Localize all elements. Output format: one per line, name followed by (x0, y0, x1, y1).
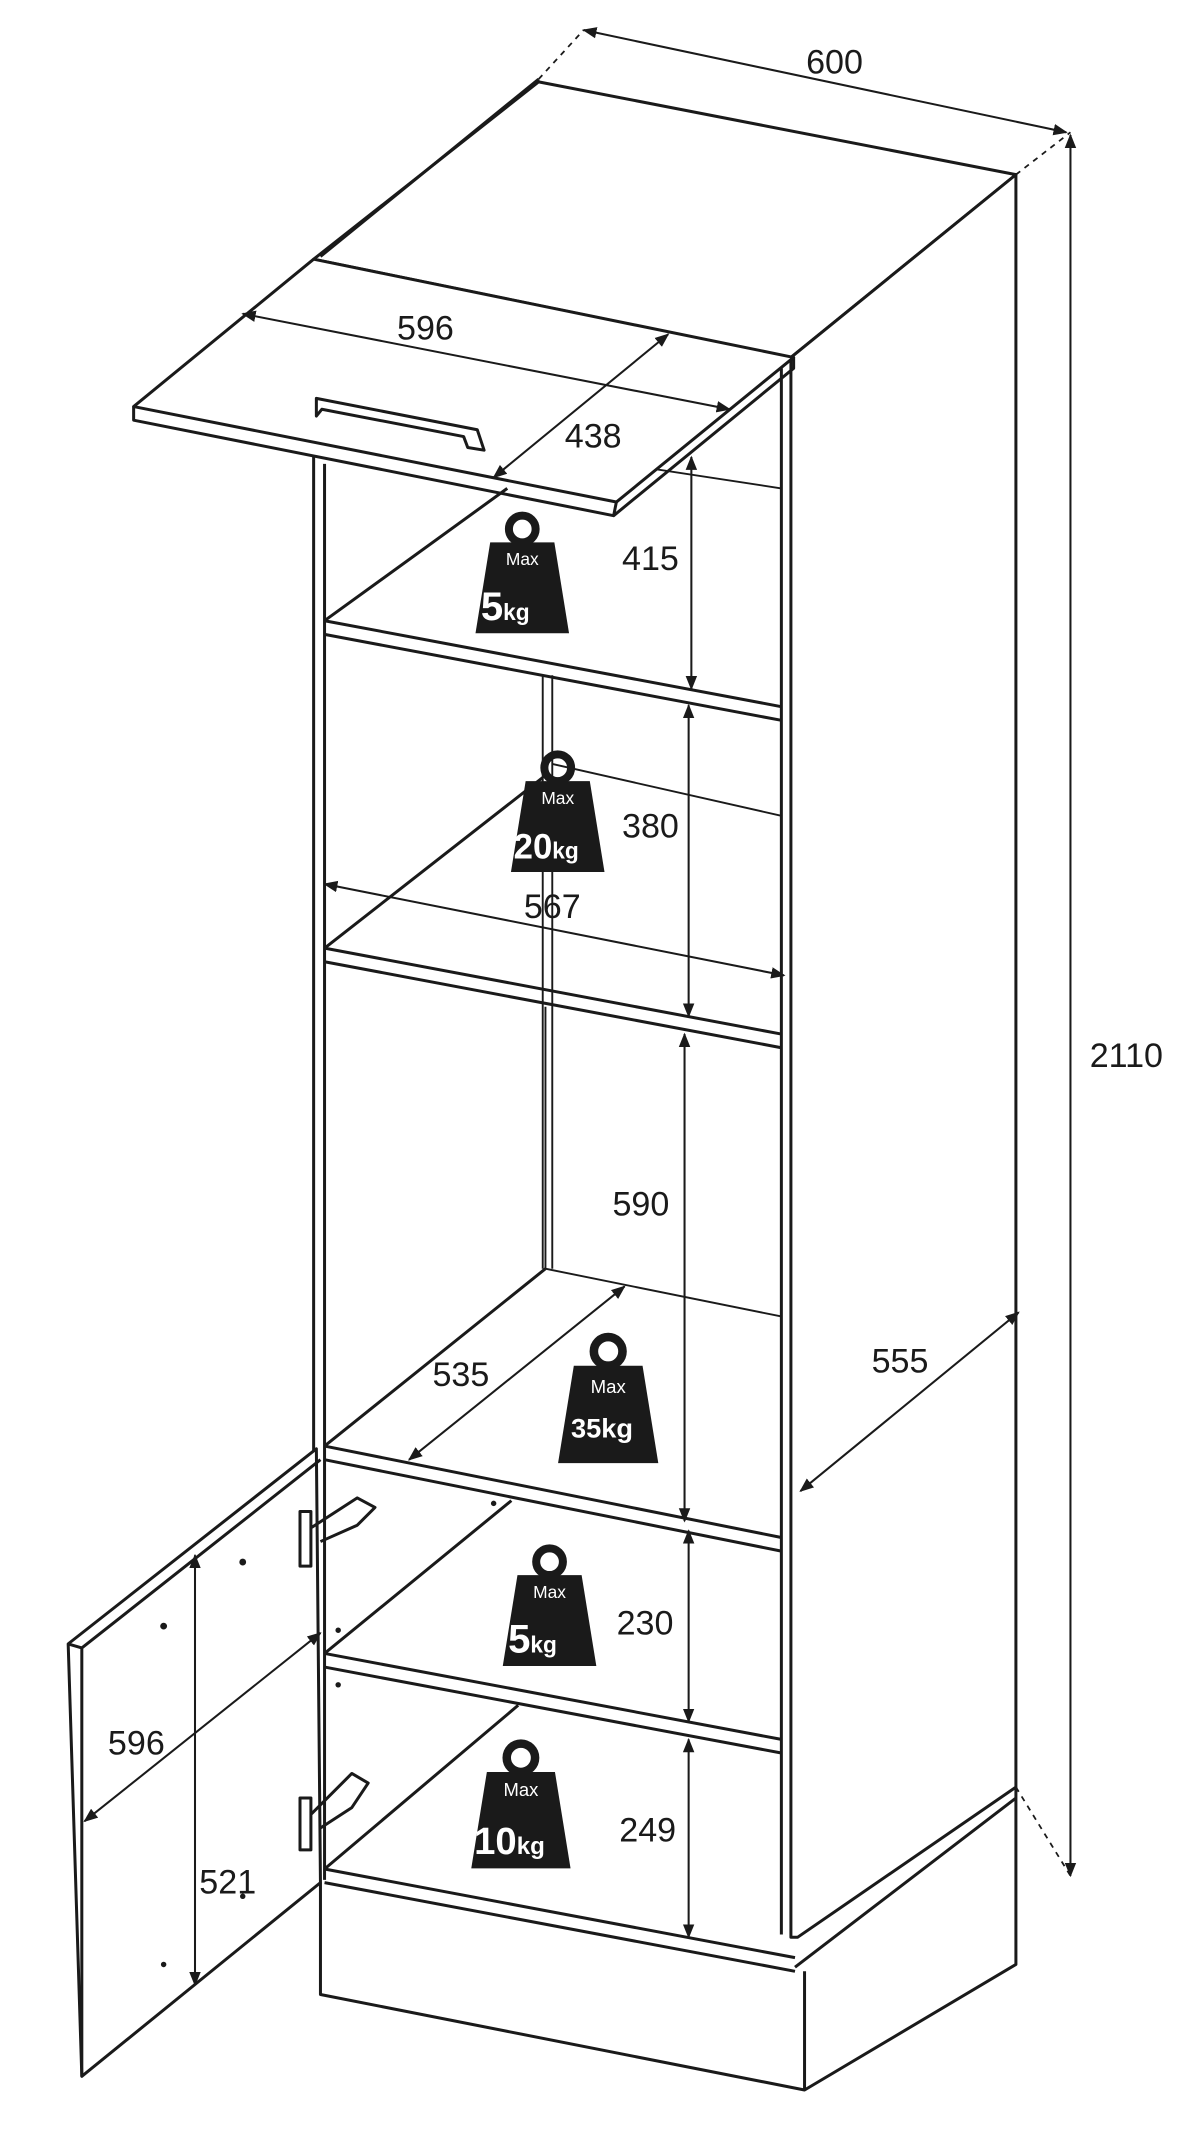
dim-compartment-2: 380 (622, 808, 679, 846)
dim-door-width: 596 (108, 1724, 165, 1762)
dimension-lines (83, 27, 1077, 1987)
dim-inner-width: 567 (524, 888, 581, 926)
svg-text:Max: Max (506, 549, 539, 569)
lower-door (66, 1447, 497, 2078)
dim-shelf-depth: 535 (432, 1356, 489, 1394)
svg-text:Max: Max (541, 788, 574, 808)
cabinet-body (312, 77, 1018, 2092)
weight-icon: Max 10kg (471, 1744, 570, 1869)
weight-icon: Max 5kg (476, 516, 570, 634)
weight-icon: Max 20kg (511, 754, 605, 872)
dim-total-width: 600 (806, 44, 863, 82)
weight-icon: Max 35kg (558, 1337, 658, 1463)
dim-compartment-3: 590 (612, 1186, 669, 1224)
weight-icon: Max 5kg (503, 1548, 597, 1666)
dim-compartment-1: 415 (622, 540, 679, 578)
dim-side-depth: 555 (872, 1342, 929, 1380)
dim-compartment-4: 230 (617, 1604, 674, 1642)
flap-handle (314, 396, 486, 452)
svg-text:20kg: 20kg (514, 829, 579, 867)
right-side-panel (789, 173, 1018, 1939)
dim-flap-width: 596 (397, 310, 454, 348)
dim-hinge-spacing: 521 (199, 1864, 256, 1902)
svg-text:5kg: 5kg (481, 585, 530, 629)
dim-total-height: 2110 (1090, 1037, 1163, 1075)
dimension-labels: 600 2110 596 438 415 380 567 590 535 555… (108, 44, 1163, 1902)
shelves (323, 487, 796, 1973)
svg-text:10kg: 10kg (474, 1820, 545, 1863)
svg-text:Max: Max (503, 1779, 539, 1800)
svg-text:35kg: 35kg (571, 1412, 633, 1443)
svg-text:Max: Max (533, 1582, 566, 1602)
hinge-icon (298, 1496, 377, 1568)
dim-compartment-5: 249 (619, 1812, 676, 1850)
svg-text:Max: Max (591, 1376, 627, 1397)
svg-text:5kg: 5kg (508, 1618, 557, 1662)
dim-flap-height: 438 (565, 417, 622, 455)
